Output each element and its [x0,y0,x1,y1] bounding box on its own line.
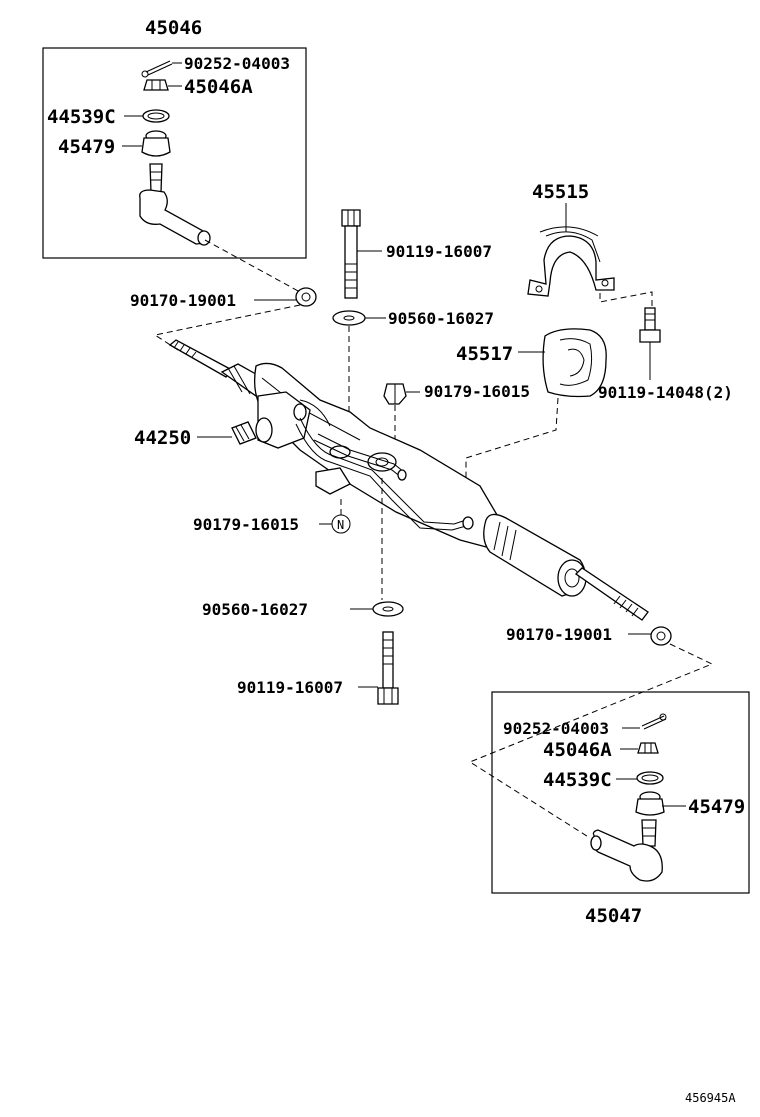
bushing [542,328,607,398]
dust-boot-top [141,130,171,157]
label-nut-lower: 90179-16015 [193,515,299,534]
label-bolt-upper: 90119-16007 [386,242,492,261]
tie-rod-end-right [590,819,663,882]
marker-letter: N [337,518,344,532]
right-tie-rod-end-group: 45047 90252-04003 45046A 44539C 45479 [491,691,750,927]
ring-bottom [636,771,664,785]
label-ring-top: 44539C [47,106,116,128]
bolt-lower [377,631,399,705]
label-bracket: 45515 [532,181,589,203]
washer-upper [332,310,366,326]
label-nut-center: 90179-16015 [424,382,530,401]
bolt-upper [341,209,361,299]
cotter-pin-top [141,60,173,78]
label-lock-nut-left: 90170-19001 [130,291,236,310]
steering-gear-assembly [168,339,649,621]
label-boot-top: 45479 [58,136,115,158]
label-bushing: 45517 [456,343,513,365]
right-group-box [491,691,750,894]
lock-nut-right [650,626,672,646]
left-tie-rod-end-group: 45046 90252-04003 45046A 44539C 45479 [42,17,307,259]
dust-boot-bottom [635,791,665,816]
figure-code: 456945A [685,1091,736,1105]
stud-bolt [639,307,661,343]
label-washer-upper: 90560-16027 [388,309,494,328]
left-group-label: 45046 [145,17,202,39]
left-group-box [42,47,307,259]
castle-nut-bottom [637,742,659,754]
label-stud-bolt: 90119-14048(2) [598,383,733,402]
washer-lower [372,601,404,617]
lock-nut-left [295,287,317,307]
ring-top [142,109,170,123]
pinion-shaft [231,421,257,445]
nut-center [383,383,407,405]
label-boot-bottom: 45479 [688,796,745,818]
label-gear-assy: 44250 [134,427,191,449]
label-nut-top: 45046A [184,76,253,98]
castle-nut-top [143,79,169,91]
cotter-pin-bottom [641,713,667,730]
label-cotter-pin-top: 90252-04003 [184,54,290,73]
label-nut-bottom: 45046A [543,739,612,761]
label-bolt-lower: 90119-16007 [237,678,343,697]
label-cotter-pin-bottom: 90252-04003 [503,719,609,738]
bracket [527,226,615,297]
label-lock-nut-right: 90170-19001 [506,625,612,644]
label-washer-lower: 90560-16027 [202,600,308,619]
right-group-label: 45047 [585,905,642,927]
tie-rod-end-left [139,163,211,246]
label-ring-bottom: 44539C [543,769,612,791]
